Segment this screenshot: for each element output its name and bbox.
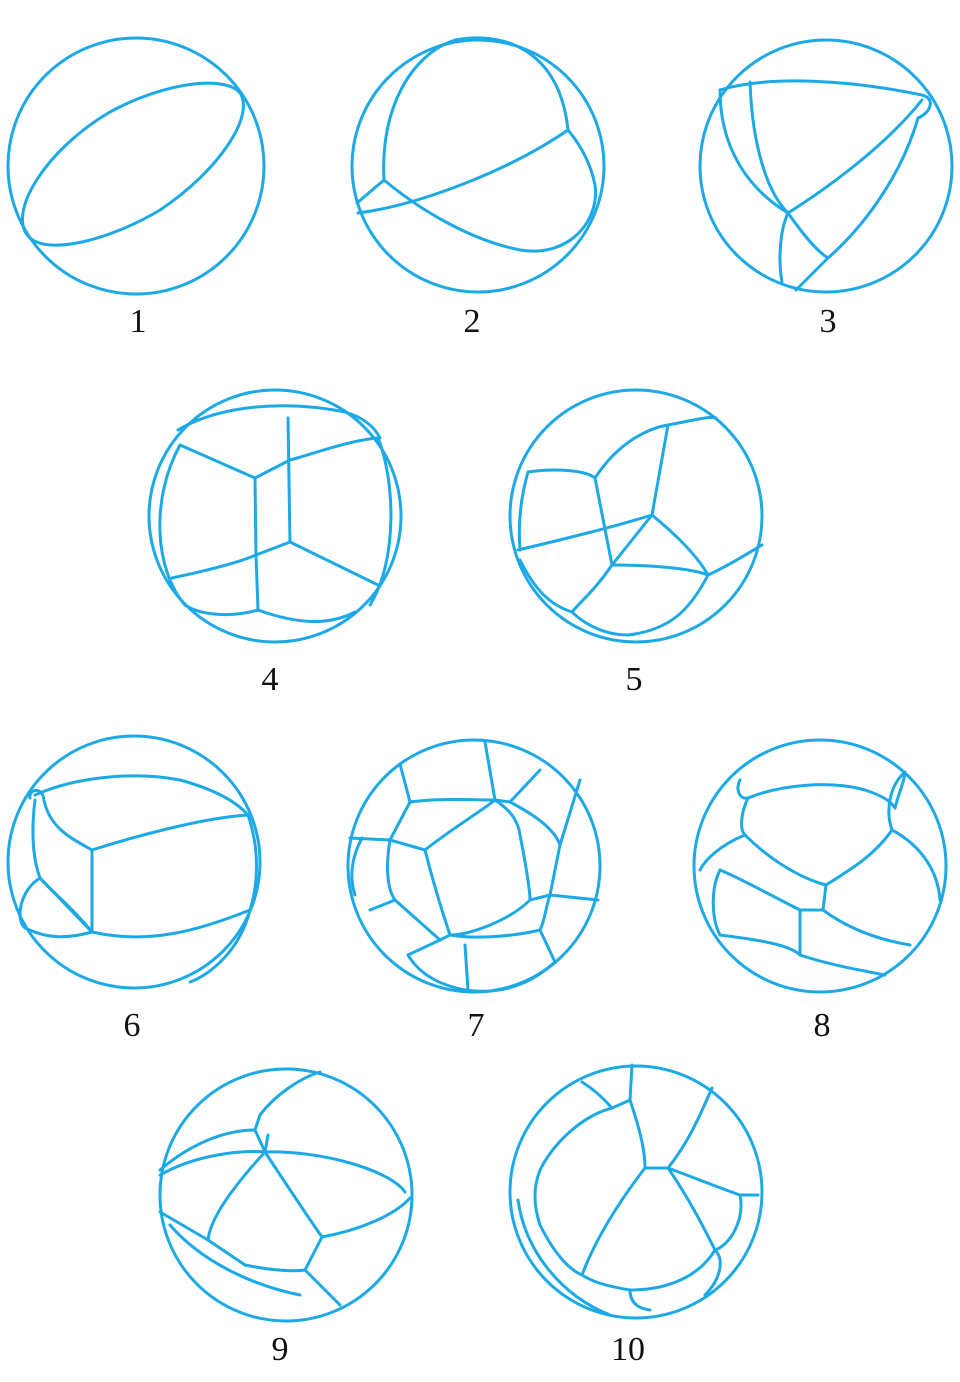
cell-boundary (176, 404, 382, 440)
cell-boundary (516, 513, 654, 552)
sphere-figure-3: 3 (698, 38, 954, 340)
cell-boundary (786, 98, 924, 215)
cell-boundary (382, 128, 598, 253)
cell-boundary (526, 416, 718, 480)
sphere-figure-4: 4 (147, 388, 403, 698)
cell-boundary (18, 798, 94, 939)
sphere-outline (346, 738, 602, 994)
cell-boundary (253, 476, 292, 557)
sphere-outline (6, 36, 266, 296)
figure-label: 9 (272, 1331, 289, 1368)
sphere-outline (508, 1064, 764, 1320)
cell-boundary (736, 778, 750, 837)
cell-boundary (263, 1150, 412, 1239)
cell-boundary (28, 788, 250, 852)
sphere-outline (508, 388, 764, 644)
sphere-outline (698, 38, 954, 294)
cell-boundary (448, 928, 557, 964)
sphere-figure-9: 9 (158, 1067, 414, 1368)
sphere-figure-8: 8 (692, 738, 948, 1044)
cell-boundary (286, 416, 380, 587)
cell-boundary (528, 778, 582, 902)
cell-boundary (746, 783, 897, 810)
sphere-outline (147, 388, 403, 644)
cell-boundary (533, 1106, 614, 1227)
cell-boundary (206, 1150, 267, 1267)
cell-boundary (703, 1193, 743, 1297)
cell-boundary (356, 128, 570, 215)
cell-boundary (20, 81, 245, 247)
figure-label: 1 (130, 303, 147, 340)
sphere-outline (158, 1067, 414, 1323)
sphere-outline (692, 738, 948, 994)
sphere-outline (350, 38, 606, 294)
cell-boundary (38, 848, 94, 934)
sphere-figure-2: 2 (350, 36, 606, 340)
figure-label: 4 (262, 661, 279, 698)
cell-boundary (593, 423, 670, 567)
cell-boundary (580, 1166, 647, 1277)
cell-boundary (178, 436, 380, 480)
cell-boundary (493, 768, 562, 847)
figure-label: 8 (814, 1007, 831, 1044)
figure-label: 10 (611, 1331, 645, 1368)
cell-boundary (368, 436, 393, 607)
cell-boundary (718, 868, 828, 912)
cell-boundary (516, 1198, 612, 1317)
cell-boundary (158, 1150, 407, 1194)
sphere-figure-6: 6 (6, 734, 262, 1044)
figure-label: 3 (820, 303, 837, 340)
cell-boundary (794, 116, 920, 292)
cell-boundary (406, 953, 557, 993)
cell-boundary (718, 79, 932, 120)
cell-boundary (778, 211, 790, 284)
cell-boundary (168, 1223, 307, 1297)
cell-boundary (718, 88, 790, 215)
cell-boundary (698, 828, 942, 902)
cell-boundary (628, 1086, 714, 1170)
cell-boundary (718, 933, 887, 977)
cell-boundary (798, 908, 912, 957)
cell-boundary (253, 1113, 270, 1154)
sphere-figure-7: 7 (346, 738, 602, 1044)
cell-boundary (887, 770, 907, 832)
cell-boundary (423, 798, 532, 937)
sphere-figure-5: 5 (508, 388, 764, 698)
cell-boundary (517, 470, 530, 552)
cell-boundary (748, 80, 790, 215)
cell-boundary (580, 1063, 634, 1110)
cell-boundary (518, 558, 614, 614)
cell-boundary (388, 762, 427, 852)
sphere-figure-1: 1 (6, 36, 266, 340)
cell-boundary (33, 774, 250, 817)
cell-boundary (158, 1128, 267, 1172)
figure-label: 7 (468, 1007, 485, 1044)
cell-boundary (538, 893, 600, 932)
cell-boundary (538, 1223, 652, 1312)
cell-boundary (382, 36, 570, 182)
figure-label: 6 (124, 1007, 141, 1044)
cell-boundary (38, 876, 252, 939)
cell-boundary (188, 813, 258, 984)
cell-boundary (158, 443, 260, 616)
cell-boundary (368, 838, 442, 942)
sphere-figure-10: 10 (508, 1063, 764, 1368)
figure-label: 2 (464, 303, 481, 340)
cell-boundary (711, 868, 722, 937)
cell-boundary (570, 563, 710, 637)
cell-boundary (580, 1166, 717, 1292)
cell-boundary (355, 178, 386, 205)
cell-boundary (258, 1070, 322, 1117)
figure-label: 5 (626, 661, 643, 698)
cell-boundary (743, 828, 894, 887)
cell-boundary (786, 211, 830, 260)
sphere-outline (6, 734, 262, 990)
cell-boundary (348, 836, 392, 897)
